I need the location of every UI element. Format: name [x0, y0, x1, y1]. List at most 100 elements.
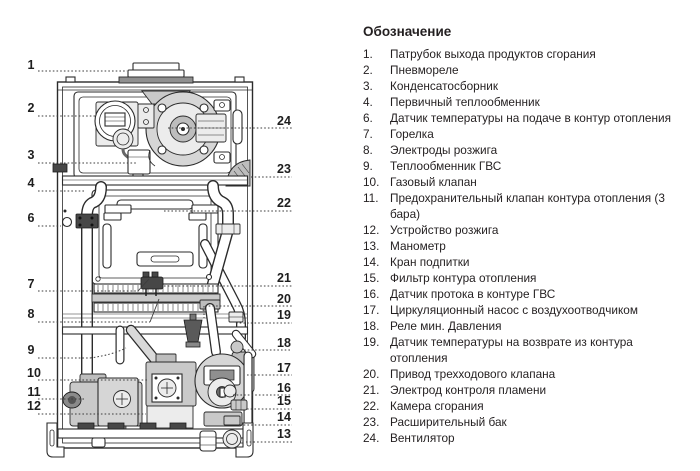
callout-number-4: 4 — [28, 176, 35, 190]
legend-item: 6. Датчик температуры на подаче в контур… — [363, 110, 697, 126]
legend-item-number: 20. — [363, 367, 380, 381]
dhw-heat-exchanger — [62, 373, 143, 433]
legend-item-number: 9. — [363, 159, 373, 173]
legend-item-label: Фильтр контура отопления — [390, 271, 537, 285]
legend-item-number: 15. — [363, 271, 380, 285]
ignition-electrodes — [140, 271, 164, 296]
air-pressure-switch — [94, 100, 139, 164]
divider-shelf — [52, 163, 249, 186]
legend-item-number: 21. — [363, 383, 380, 397]
legend-item-number: 2. — [363, 63, 373, 77]
hydraulic-group — [61, 299, 257, 433]
legend-item-number: 11. — [363, 191, 379, 205]
legend-item-number: 18. — [363, 319, 380, 333]
legend-item-label: Устройство розжига — [390, 223, 499, 237]
legend-item: 1. Патрубок выхода продуктов сгорания — [363, 46, 697, 62]
legend-item-label: Теплообменник ГВС — [390, 159, 502, 173]
callout-number-10: 10 — [27, 366, 41, 380]
legend-item-label: Привод трехходового клапана — [390, 367, 556, 381]
fan — [137, 91, 227, 167]
legend-item: 16. Датчик протока в контуре ГВС — [363, 286, 697, 302]
legend-item-label: Первичный теплообменник — [390, 95, 540, 109]
legend-item-label: Камера сгорания — [390, 399, 484, 413]
legend-item: 12. Устройство розжига — [363, 222, 697, 238]
leader-tail-7 — [137, 278, 150, 292]
callout-number-9: 9 — [28, 343, 35, 357]
callout-number-8: 8 — [28, 307, 35, 321]
legend-item-number: 19. — [363, 335, 380, 349]
flue-outlet — [118, 62, 194, 84]
legend-item: 17. Циркуляционный насос с воздухоотводч… — [363, 302, 697, 318]
legend-item: 4. Первичный теплообменник — [363, 94, 697, 110]
legend-item-label: Циркуляционный насос с воздухоотводчиком — [390, 303, 638, 317]
legend-item-number: 10. — [363, 175, 380, 189]
side-brackets — [213, 99, 243, 164]
legend-item: 8. Электроды розжига — [363, 142, 697, 158]
legend-item-label: Датчик протока в контуре ГВС — [390, 287, 556, 301]
legend-item-number: 6. — [363, 111, 373, 125]
legend-item-number: 22. — [363, 399, 380, 413]
base-rail — [46, 422, 254, 458]
callout-number-12: 12 — [27, 399, 41, 413]
legend-item: 18. Реле мин. Давления — [363, 318, 697, 334]
legend-item: 3. Конденсатосборник — [363, 78, 697, 94]
callout-number-15: 15 — [277, 394, 291, 408]
callout-number-7: 7 — [28, 277, 35, 291]
three-way-valve-actuator — [183, 313, 203, 348]
callout-number-2: 2 — [28, 101, 35, 115]
legend-item-number: 8. — [363, 143, 373, 157]
callout-number-22: 22 — [277, 196, 291, 210]
callout-number-6: 6 — [28, 211, 35, 225]
legend-item: 21. Электрод контроля пламени — [363, 382, 697, 398]
callout-number-21: 21 — [277, 271, 291, 285]
legend-item-label: Конденсатосборник — [390, 79, 498, 93]
legend-item: 15. Фильтр контура отопления — [363, 270, 697, 286]
legend-item: 10. Газовый клапан — [363, 174, 697, 190]
legend-item-label: Вентилятор — [390, 431, 455, 445]
combustion-chamber — [91, 189, 219, 285]
legend-item-number: 17. — [363, 303, 380, 317]
callout-number-3: 3 — [28, 148, 35, 162]
callout-number-19: 19 — [277, 308, 291, 322]
legend-item-label: Пневмореле — [390, 63, 459, 77]
legend-item: 19. Датчик температуры на возврате из ко… — [363, 334, 697, 366]
callout-number-11: 11 — [27, 385, 40, 399]
leader-tail-8 — [149, 298, 160, 323]
manometer — [222, 429, 242, 449]
callout-number-23: 23 — [277, 162, 291, 176]
callout-number-16: 16 — [277, 381, 291, 395]
legend-item-number: 12. — [363, 223, 380, 237]
legend-item-number: 13. — [363, 239, 380, 253]
legend-item: 11. Предохранительный клапан контура ото… — [363, 190, 697, 222]
legend-item-label: Горелка — [390, 127, 434, 141]
legend-item-number: 23. — [363, 415, 380, 429]
legend: Обозначение 1. Патрубок выхода продуктов… — [363, 24, 697, 446]
legend-item-label: Предохранительный клапан контура отоплен… — [390, 191, 665, 221]
legend-item-number: 4. — [363, 95, 373, 109]
legend-item-label: Электрод контроля пламени — [390, 383, 547, 397]
legend-item: 22. Камера сгорания — [363, 398, 697, 414]
gas-valve — [145, 353, 197, 407]
legend-item-label: Кран подпитки — [390, 255, 470, 269]
legend-item-number: 3. — [363, 79, 373, 93]
legend-item-number: 14. — [363, 255, 380, 269]
legend-item: 2. Пневмореле — [363, 62, 697, 78]
leader-tail-9 — [89, 347, 127, 359]
callout-number-1: 1 — [28, 58, 35, 72]
callout-number-24: 24 — [277, 114, 291, 128]
legend-item: 23. Расширительный бак — [363, 414, 697, 430]
callout-number-17: 17 — [277, 361, 291, 375]
callout-number-20: 20 — [277, 292, 291, 306]
legend-item-number: 16. — [363, 287, 380, 301]
legend-item: 20. Привод трехходового клапана — [363, 366, 697, 382]
legend-item-label: Патрубок выхода продуктов сгорания — [390, 47, 596, 61]
legend-item-label: Манометр — [390, 239, 446, 253]
right-fittings — [223, 311, 257, 429]
legend-item-label: Газовый клапан — [390, 175, 477, 189]
legend-item: 14. Кран подпитки — [363, 254, 697, 270]
legend-title: Обозначение — [363, 24, 452, 39]
legend-item: 24. Вентилятор — [363, 430, 697, 446]
